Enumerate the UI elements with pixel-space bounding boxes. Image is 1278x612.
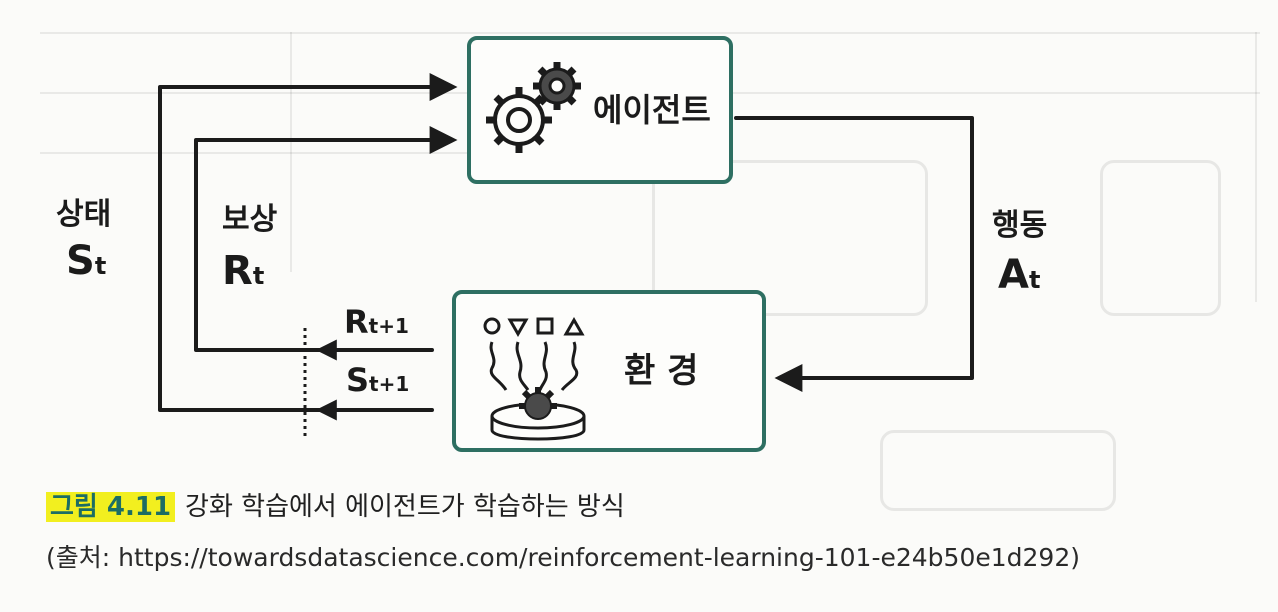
state-feedback-line bbox=[158, 73, 458, 412]
next-reward-symbol: Rt+1 bbox=[344, 306, 409, 338]
ghost-box bbox=[1100, 160, 1221, 316]
state-annotation: 상태 St bbox=[56, 197, 112, 285]
reward-symbol: Rt bbox=[222, 248, 277, 294]
action-line bbox=[734, 116, 974, 392]
agent-box: 에이전트 bbox=[467, 36, 733, 184]
next-state-subscript: t+1 bbox=[369, 372, 410, 396]
figure-source: (출처: https://towardsdatascience.com/rein… bbox=[46, 543, 1080, 572]
state-symbol-subscript: t bbox=[94, 252, 107, 280]
state-symbol-letter: S bbox=[66, 238, 95, 284]
triangle-shape bbox=[507, 318, 529, 338]
reward-symbol-subscript: t bbox=[252, 262, 265, 290]
figure-caption: 그림 4.11 강화 학습에서 에이전트가 학습하는 방식 bbox=[46, 486, 625, 523]
environment-icon bbox=[483, 316, 586, 441]
environment-box: 환 경 bbox=[452, 290, 766, 452]
state-label: 상태 bbox=[56, 197, 112, 232]
state-symbol: St bbox=[66, 238, 111, 284]
reward-feedback-line bbox=[194, 126, 458, 352]
reward-symbol-letter: R bbox=[222, 248, 253, 294]
reward-annotation: 보상 Rt bbox=[222, 194, 277, 294]
action-symbol: At bbox=[998, 252, 1047, 298]
gears-icon bbox=[486, 62, 581, 153]
agent-label: 에이전트 bbox=[593, 91, 711, 129]
environment-label: 환 경 bbox=[624, 351, 699, 391]
ghost-line bbox=[1255, 32, 1257, 302]
action-label: 행동 bbox=[992, 208, 1048, 243]
triangle-up-shape bbox=[563, 316, 585, 336]
ghost-line bbox=[40, 152, 640, 154]
action-annotation: 행동 At bbox=[992, 200, 1047, 298]
ghost-line bbox=[40, 32, 1260, 34]
reward-label: 보상 bbox=[222, 202, 278, 237]
circle-shape bbox=[483, 317, 501, 335]
action-symbol-letter: A bbox=[998, 252, 1029, 298]
figure-title: 강화 학습에서 에이전트가 학습하는 방식 bbox=[185, 492, 625, 522]
ghost-box bbox=[652, 160, 928, 316]
next-reward-letter: R bbox=[344, 303, 369, 341]
figure-number: 그림 4.11 bbox=[46, 492, 176, 522]
next-state-letter: S bbox=[346, 361, 370, 399]
square-shape bbox=[536, 317, 554, 335]
next-state-symbol: St+1 bbox=[346, 364, 409, 396]
ghost-line bbox=[290, 32, 292, 272]
action-symbol-subscript: t bbox=[1028, 266, 1041, 294]
ghost-box bbox=[880, 430, 1116, 511]
next-reward-subscript: t+1 bbox=[368, 314, 409, 338]
